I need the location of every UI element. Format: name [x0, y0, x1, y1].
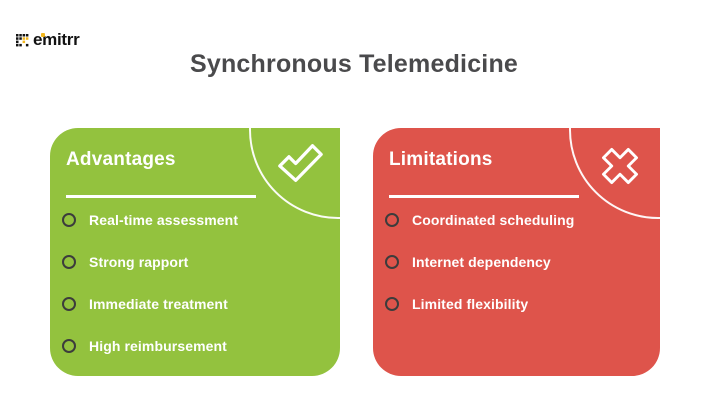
list-item-label: High reimbursement: [89, 338, 227, 354]
list-item-label: Immediate treatment: [89, 296, 228, 312]
list-item: Limited flexibility: [385, 283, 574, 325]
list-item: Coordinated scheduling: [385, 199, 574, 241]
circle-bullet-icon: [62, 297, 76, 311]
limitations-list: Coordinated scheduling Internet dependen…: [385, 199, 574, 325]
brand-logo-pixel-icon: [16, 33, 29, 46]
list-item-label: Real-time assessment: [89, 212, 239, 228]
circle-bullet-icon: [62, 255, 76, 269]
brand-logo-text: emitrr: [33, 30, 80, 49]
list-item-label: Strong rapport: [89, 254, 189, 270]
list-item: Strong rapport: [62, 241, 238, 283]
limitations-heading: Limitations: [389, 149, 493, 170]
list-item: High reimbursement: [62, 325, 238, 367]
circle-bullet-icon: [62, 339, 76, 353]
circle-bullet-icon: [385, 297, 399, 311]
list-item-label: Internet dependency: [412, 254, 551, 270]
logo-i-dot: [41, 33, 45, 37]
brand-logo: emitrr: [16, 30, 80, 49]
list-item: Real-time assessment: [62, 199, 238, 241]
limitations-underline: [389, 195, 579, 198]
list-item-label: Coordinated scheduling: [412, 212, 575, 228]
check-icon: [278, 144, 323, 182]
list-item: Immediate treatment: [62, 283, 238, 325]
circle-bullet-icon: [62, 213, 76, 227]
advantages-list: Real-time assessment Strong rapport Imme…: [62, 199, 238, 367]
circle-bullet-icon: [385, 255, 399, 269]
limitations-card: Limitations Coordinated scheduling Inter…: [373, 128, 660, 376]
advantages-underline: [66, 195, 256, 198]
advantages-heading: Advantages: [66, 149, 176, 170]
cross-icon: [602, 148, 638, 184]
list-item: Internet dependency: [385, 241, 574, 283]
advantages-card: Advantages Real-time assessment Strong r…: [50, 128, 340, 376]
list-item-label: Limited flexibility: [412, 296, 529, 312]
circle-bullet-icon: [385, 213, 399, 227]
page-title: Synchronous Telemedicine: [189, 50, 519, 78]
